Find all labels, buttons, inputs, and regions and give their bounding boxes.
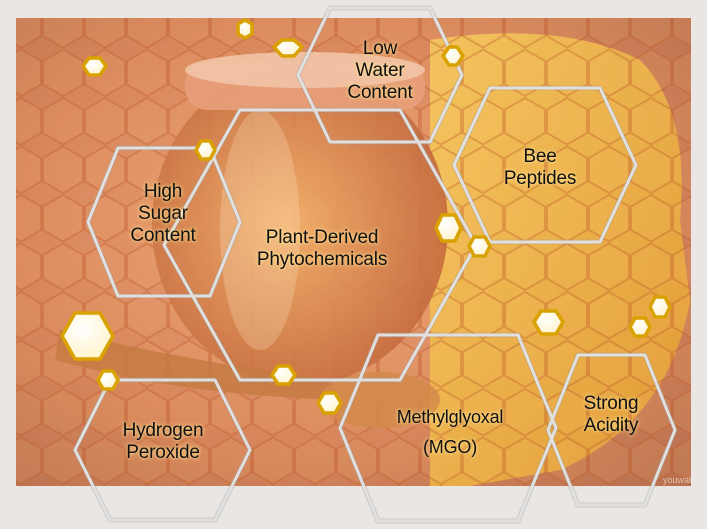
watermark-text: youwall bbox=[662, 475, 693, 485]
hex-badge bbox=[81, 56, 108, 77]
hex-badge bbox=[270, 364, 297, 386]
honey-jar bbox=[152, 52, 448, 385]
hex-low-water-outline bbox=[296, 6, 464, 144]
hex-badge bbox=[236, 18, 254, 40]
hex-badge bbox=[272, 38, 304, 58]
hex-outlines bbox=[72, 5, 678, 524]
honey-dipper bbox=[55, 330, 440, 428]
hex-badge bbox=[60, 311, 115, 361]
hex-badge bbox=[194, 139, 217, 161]
label-high-sugar-content: High Sugar Content bbox=[130, 181, 196, 246]
label-low-water-content: Low Water Content bbox=[347, 38, 413, 103]
hex-badges bbox=[60, 18, 672, 415]
hex-badge bbox=[648, 295, 672, 319]
hex-badge bbox=[96, 369, 120, 391]
hex-badge bbox=[316, 391, 343, 415]
hex-hydrogen-peroxide-outline bbox=[73, 378, 252, 522]
hex-plant-derived-outline bbox=[162, 108, 478, 382]
hex-badge bbox=[434, 213, 463, 243]
hex-methylglyoxal-outline bbox=[338, 333, 558, 523]
label-bee-peptides: Bee Peptides bbox=[503, 146, 577, 189]
hex-badge bbox=[532, 309, 565, 336]
hex-badge bbox=[628, 316, 652, 338]
label-methylglyoxal-mgo: Methylglyoxal (MGO) bbox=[396, 407, 504, 457]
hex-badge bbox=[441, 45, 465, 67]
hex-badge bbox=[467, 235, 492, 258]
hex-strong-acidity-outline bbox=[546, 353, 677, 507]
label-plant-derived-phytochemicals: Plant-Derived Phytochemicals bbox=[256, 227, 388, 270]
label-strong-acidity: Strong Acidity bbox=[583, 393, 639, 436]
label-hydrogen-peroxide: Hydrogen Peroxide bbox=[122, 420, 204, 463]
hex-bee-peptides-outline bbox=[452, 86, 638, 244]
